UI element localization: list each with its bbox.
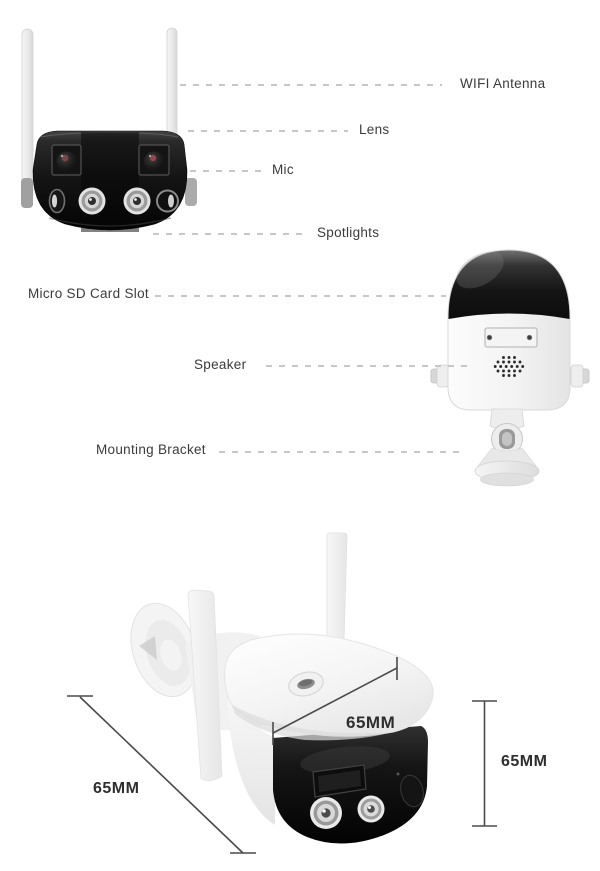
mounting-bracket-back — [474, 408, 540, 487]
callout-mounting-bracket: Mounting Bracket — [96, 442, 206, 457]
camera-back-body — [447, 249, 571, 411]
leader-line-mic — [190, 170, 263, 172]
dimension-label-depth: 65MM — [93, 780, 140, 797]
bracket-stem — [477, 447, 537, 467]
spotlight-led-row — [48, 187, 179, 227]
wifi-antenna-slanted — [187, 589, 223, 781]
lens-window-left — [51, 144, 82, 176]
callout-lens: Lens — [359, 122, 390, 137]
ir-led — [156, 189, 179, 213]
antenna-hinge-left — [21, 178, 33, 208]
callout-wifi-antenna: WIFI Antenna — [460, 76, 546, 91]
wifi-antenna-tall — [326, 532, 348, 642]
leader-line-mounting-bracket — [219, 451, 462, 453]
callout-speaker: Speaker — [194, 357, 247, 372]
camera-perspective-view-image — [67, 532, 497, 854]
dimension-line-depth — [67, 695, 256, 854]
camera-front-face-perspective — [273, 726, 428, 844]
panel-screw-right — [526, 334, 533, 341]
leader-line-wifi-antenna — [180, 84, 442, 86]
leader-line-lens — [188, 130, 348, 132]
leader-line-micro-sd-card-slot — [155, 295, 446, 297]
camera-side-wall — [228, 696, 275, 825]
dimension-label-width: 65MM — [346, 713, 396, 732]
spotlight-led-left-perspective — [310, 797, 342, 829]
leader-line-speaker — [266, 365, 473, 367]
antenna-hinge-right — [185, 178, 197, 206]
callout-spotlights: Spotlights — [317, 225, 380, 240]
spotlight-right — [123, 187, 151, 215]
callout-micro-sd-card-slot: Micro SD Card Slot — [28, 286, 149, 301]
sd-card-slot-panel — [484, 327, 538, 348]
antenna-mount-left — [430, 364, 450, 388]
top-slot-opening — [288, 671, 324, 697]
dimension-line-height — [472, 700, 497, 827]
camera-back-view-image — [430, 249, 590, 487]
spotlight-left — [78, 187, 106, 215]
spotlight-led-right-perspective — [357, 795, 385, 823]
lens-window-right — [138, 144, 170, 176]
lens-window-perspective — [312, 764, 367, 798]
side-lens-opening — [400, 774, 424, 808]
camera-front-view-image — [21, 27, 197, 232]
dimension-line-width — [272, 657, 398, 745]
antenna-mount-right — [570, 364, 590, 388]
camera-top-plate — [224, 633, 434, 741]
speaker-grille — [493, 356, 525, 377]
callout-mic: Mic — [272, 162, 294, 177]
dimension-label-height: 65MM — [501, 753, 548, 770]
mic-opening — [48, 188, 66, 214]
leader-line-spotlights — [153, 233, 308, 235]
wifi-antenna-left — [21, 28, 34, 208]
camera-top-housing — [448, 250, 570, 319]
panel-screw-left — [486, 334, 493, 341]
dimension-lines — [67, 657, 497, 854]
